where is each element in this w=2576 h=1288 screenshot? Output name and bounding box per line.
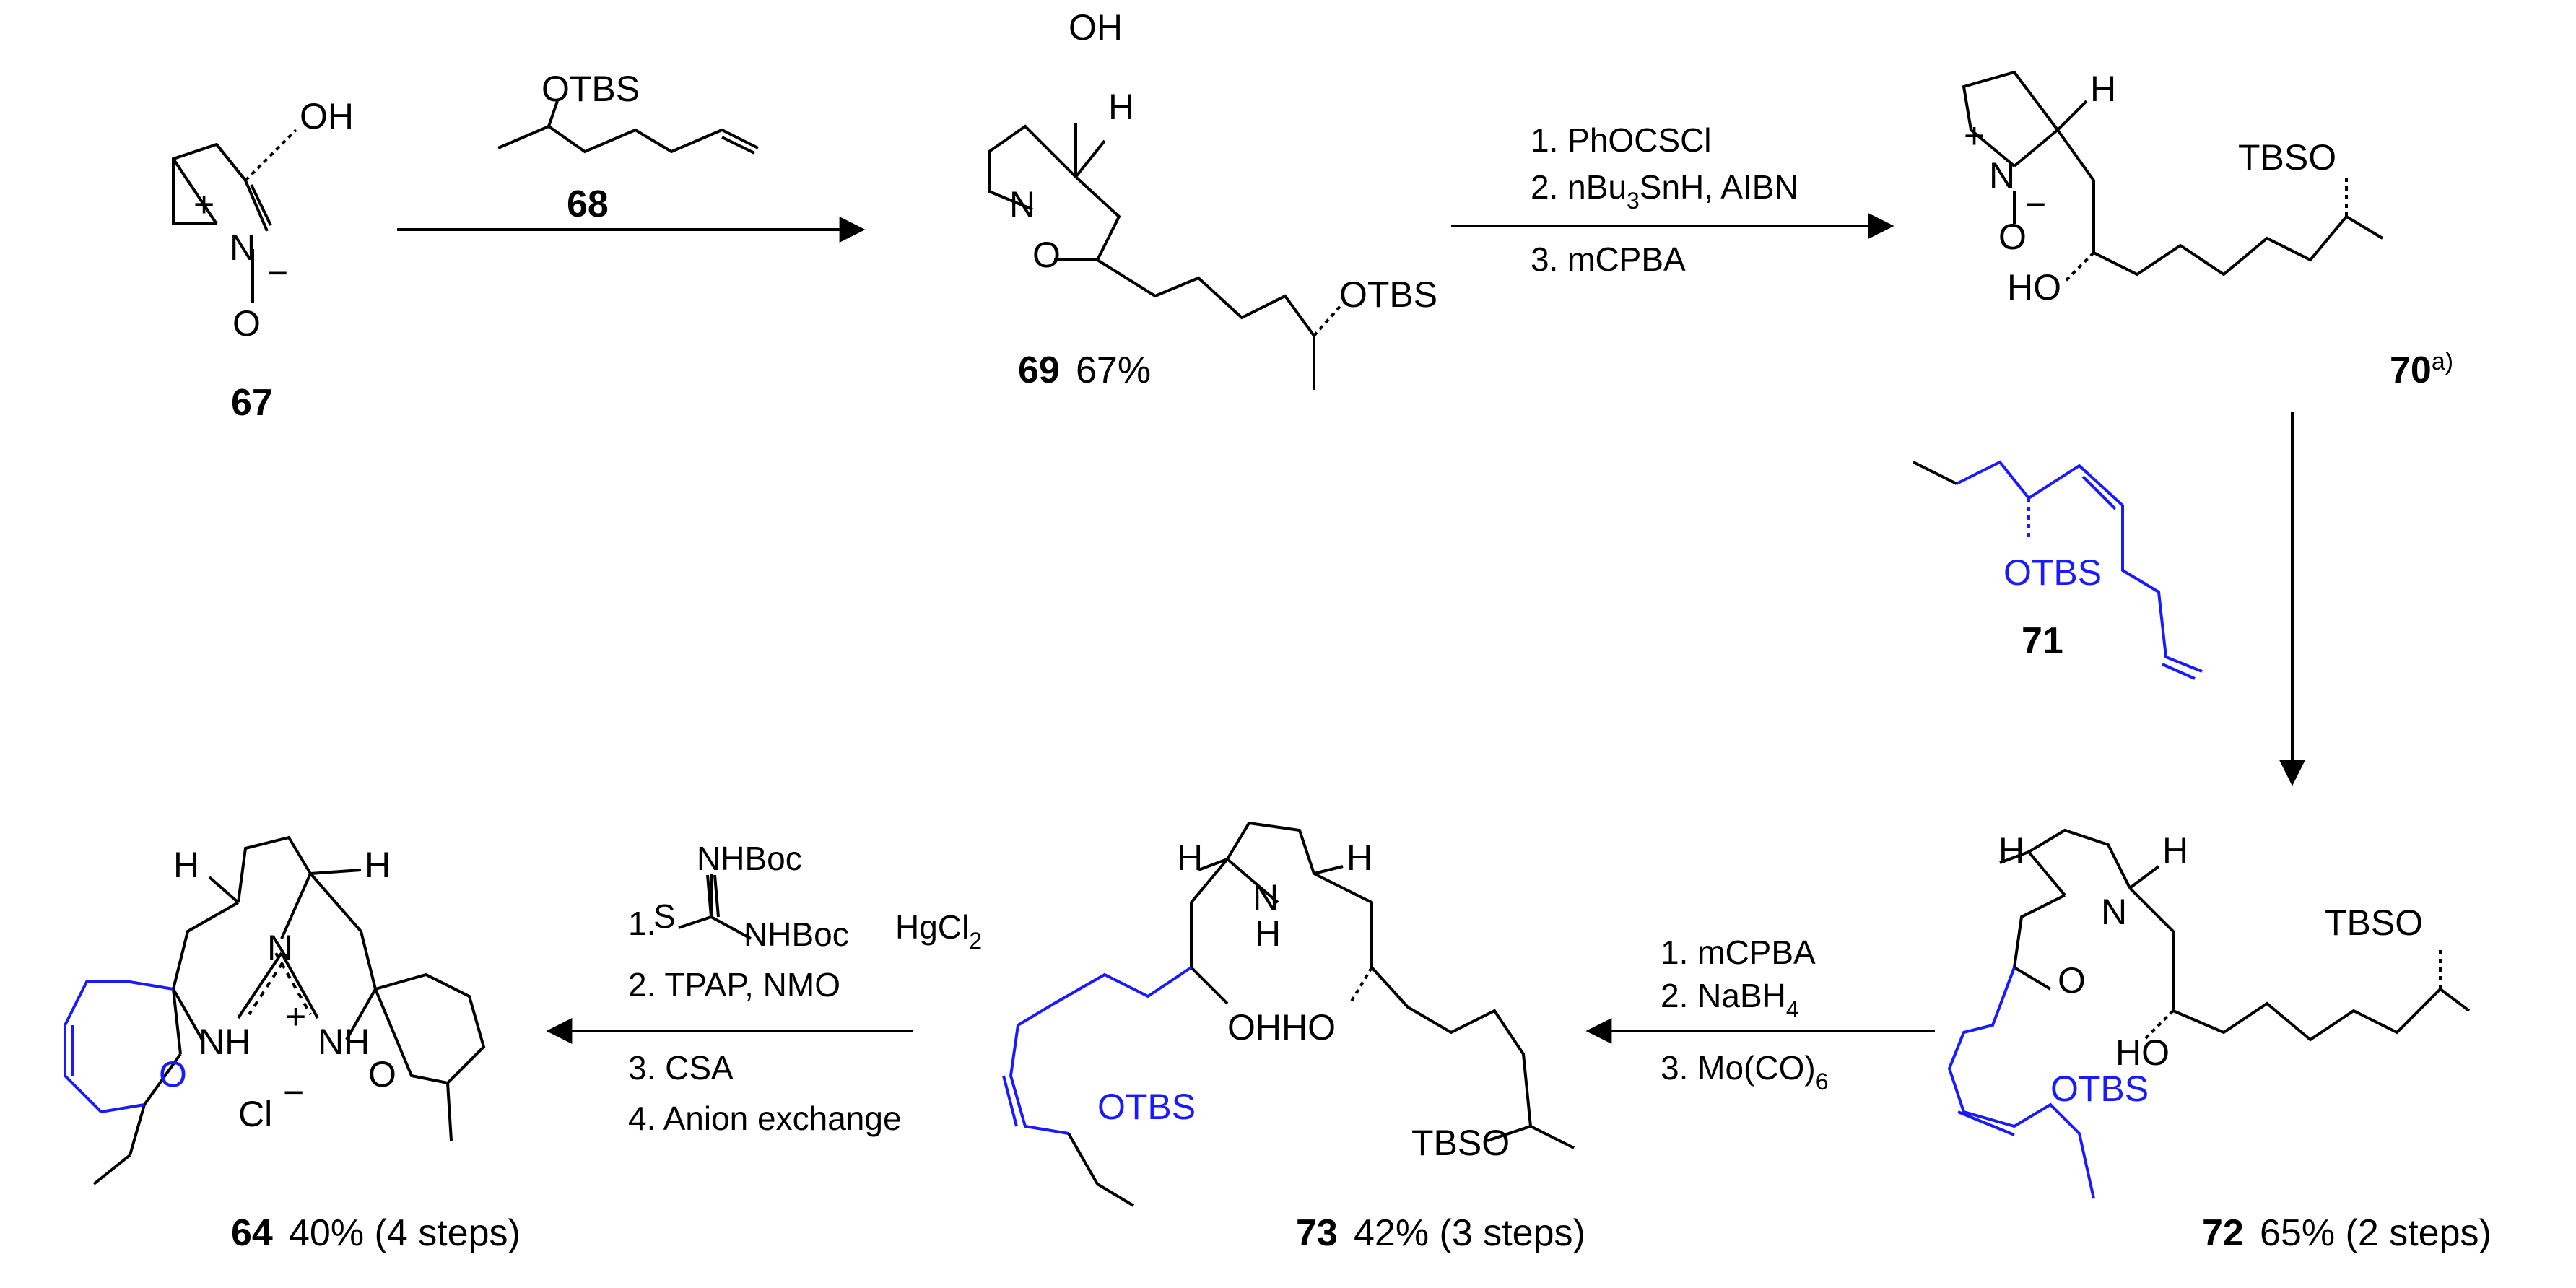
atom-o: O — [1032, 235, 1061, 275]
compound-70-label: 70a) — [2390, 348, 2453, 391]
compound-67-label: 67 — [231, 382, 273, 424]
compound-64-label: 64 — [231, 1212, 273, 1254]
compound-71-bond — [1913, 461, 1957, 485]
atom-h: H — [1177, 837, 1203, 878]
compound-72-label: 72 — [2202, 1212, 2244, 1254]
atom-h: H — [173, 845, 199, 885]
step-4-reagent-1: 1. mCPBA — [1661, 934, 1816, 971]
atom-oh: OH — [300, 96, 354, 136]
step-4-reagent-2: 2. NaBH4 — [1661, 977, 1799, 1022]
compound-73-bond — [1096, 1183, 1135, 1207]
atom-n: N — [230, 227, 256, 268]
compound-71-structure — [1956, 460, 2203, 680]
step-5-reagent-3: 3. CSA — [628, 1049, 734, 1087]
atom-cl: Cl — [238, 1094, 272, 1134]
compound-72-blue-chain — [1947, 967, 2095, 1199]
atom-n: N — [1989, 155, 2015, 196]
atom-h: H — [1108, 87, 1134, 127]
step-4-reagent-3: 3. Mo(CO)6 — [1661, 1049, 1828, 1095]
compound-67-structure — [172, 129, 297, 303]
atom-plus: + — [285, 996, 306, 1037]
atom-n: N — [1253, 877, 1279, 918]
atom-h: H — [1255, 913, 1281, 954]
atom-otbs: OTBS — [1339, 274, 1437, 315]
atom-tbso: TBSO — [2238, 137, 2336, 178]
atom-n: N — [267, 928, 293, 968]
step-5-reagent-1-num: 1. — [628, 905, 656, 942]
step-5-reagent-2: 2. TPAP, NMO — [628, 966, 840, 1004]
compound-73-bond — [1067, 1133, 1099, 1185]
compound-72-structure — [1999, 828, 2471, 1042]
atom-n: N — [2101, 892, 2127, 932]
step-2-reagent-1: 1. PhOCSCl — [1531, 121, 1712, 159]
atom-h: H — [365, 845, 391, 885]
compound-73-structure — [1190, 821, 1575, 1149]
atom-minus: − — [2025, 184, 2046, 225]
atom-tbso: TBSO — [2325, 902, 2423, 943]
compound-64-blue-ring — [64, 980, 174, 1114]
compound-73-label: 73 — [1296, 1212, 1338, 1254]
atom-h: H — [2090, 69, 2116, 109]
atom-h: H — [1346, 837, 1372, 878]
atom-oh: OH — [1069, 7, 1123, 48]
atom-minus: − — [267, 253, 288, 293]
atom-h: H — [1998, 830, 2024, 871]
thiourea-nhboc-b: NHBoc — [744, 915, 849, 953]
atom-tbso: TBSO — [1411, 1123, 1510, 1163]
compound-73-blue-chain — [1002, 966, 1193, 1135]
compound-72-yield: 65% (2 steps) — [2260, 1212, 2492, 1254]
compound-71-label: 71 — [2022, 620, 2063, 662]
atom-nh: NH — [318, 1022, 370, 1062]
atom-o: O — [1998, 217, 2027, 257]
compound-64-yield: 40% (4 steps) — [289, 1212, 521, 1254]
atom-n: N — [1009, 184, 1035, 225]
atom-o: O — [368, 1054, 396, 1095]
atom-h: H — [2162, 830, 2188, 871]
atom-ohho: OHHO — [1227, 1007, 1336, 1048]
compound-70-structure — [1962, 70, 2384, 283]
atom-o: O — [2058, 960, 2086, 1001]
atom-o: O — [232, 303, 261, 344]
thiourea-s: S — [653, 897, 676, 935]
step-2-reagent-2: 2. nBu3SnH, AIBN — [1531, 168, 1798, 214]
atom-otbs: OTBS — [2003, 552, 2102, 593]
atom-plus: + — [193, 184, 214, 225]
atom-ho: HO — [2007, 267, 2061, 308]
atom-o: O — [159, 1054, 187, 1095]
atom-ho: HO — [2115, 1032, 2170, 1073]
step-5-hgcl2: HgCl2 — [895, 908, 982, 954]
thiourea-structure — [678, 874, 752, 940]
atom-minus: − — [283, 1072, 304, 1113]
thiourea-nhboc-a: NHBoc — [697, 840, 802, 877]
compound-68-otbs: OTBS — [541, 69, 640, 109]
atom-otbs: OTBS — [2050, 1069, 2149, 1109]
compound-69-structure — [988, 123, 1344, 390]
compound-68-structure — [497, 100, 759, 155]
atom-plus: + — [1964, 116, 1985, 156]
compound-73-yield: 42% (3 steps) — [1354, 1212, 1585, 1254]
compound-69-yield: 67% — [1076, 349, 1151, 391]
compound-69-label: 69 — [1018, 349, 1060, 391]
atom-otbs: OTBS — [1097, 1087, 1196, 1127]
step-2-reagent-3: 3. mCPBA — [1531, 240, 1686, 278]
compound-68-label: 68 — [567, 183, 609, 225]
atom-nh: NH — [199, 1022, 251, 1062]
step-5-reagent-4: 4. Anion exchange — [628, 1100, 902, 1137]
